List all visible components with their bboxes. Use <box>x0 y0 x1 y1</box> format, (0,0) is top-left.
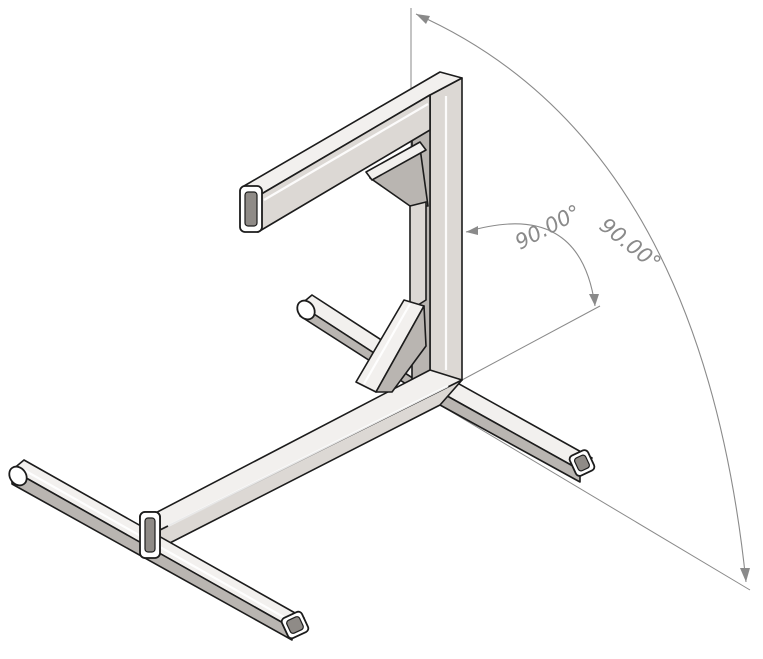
main-base-end-front <box>139 511 161 559</box>
inner-angle-arc <box>465 223 596 307</box>
extension-line-inner <box>461 305 601 381</box>
tube-frame <box>8 71 596 641</box>
extension-line-right-leg <box>439 404 751 591</box>
inner-arc-arrow-start <box>466 226 478 235</box>
outer-angle-arc <box>415 13 747 583</box>
right-foot <box>439 379 596 483</box>
inner-arc-arrow-end <box>589 294 599 306</box>
outer-arc-arrow-end <box>740 568 750 582</box>
top-arm <box>239 71 463 233</box>
diagonal-brace <box>355 299 427 393</box>
main-base-tube <box>139 369 463 559</box>
outer-arc-arrow-start <box>416 14 430 24</box>
inner-post <box>409 201 427 311</box>
inner-angle-label: 90.00° <box>511 200 585 254</box>
top-gusset <box>365 141 429 207</box>
